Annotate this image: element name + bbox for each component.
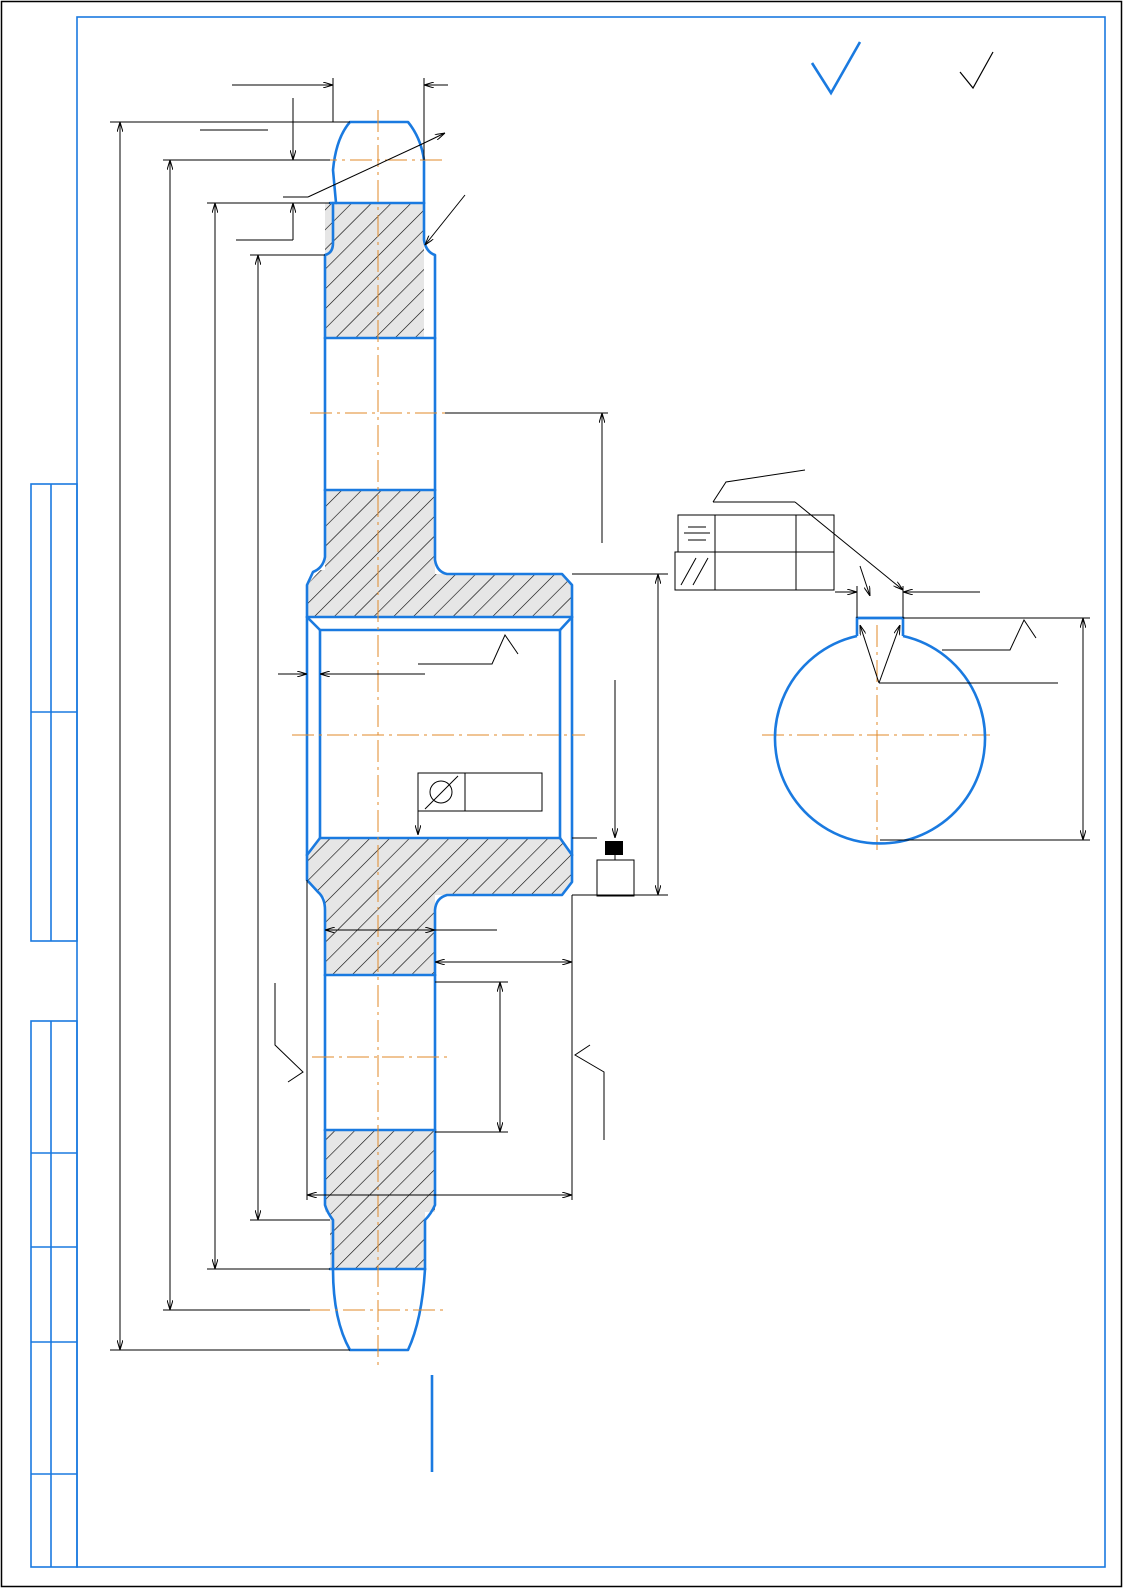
section-hatching bbox=[307, 203, 572, 1269]
dimension-lines bbox=[110, 78, 668, 1351]
center-lines bbox=[292, 110, 990, 1365]
keyway-section bbox=[674, 469, 1090, 845]
roughness-callouts bbox=[274, 633, 605, 1140]
sprocket-outline bbox=[305, 120, 574, 1352]
roughness-symbol-small bbox=[959, 51, 994, 90]
drawing-frame bbox=[30, 16, 1106, 1568]
roughness-symbol-large bbox=[810, 41, 862, 96]
runout-tolerance-frame bbox=[418, 772, 543, 835]
datum-symbol bbox=[596, 841, 635, 897]
